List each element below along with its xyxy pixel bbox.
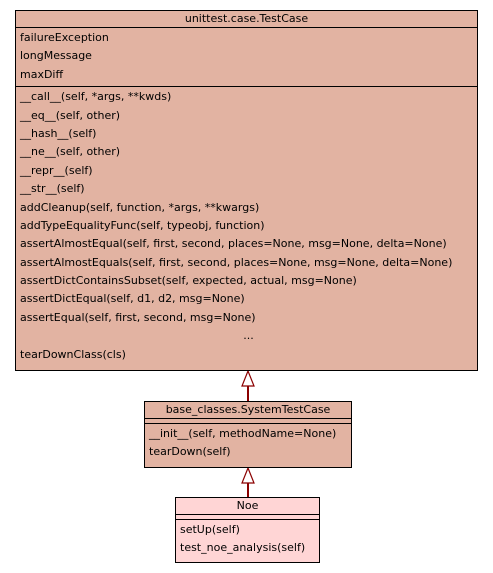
method-row: tearDown(self) <box>149 445 231 459</box>
class-noe[interactable]: Noe setUp(self) test_noe_analysis(self) <box>175 497 320 563</box>
attribute-row: longMessage <box>20 49 92 63</box>
method-row: tearDownClass(cls) <box>20 347 126 361</box>
method-row: assertDictContainsSubset(self, expected,… <box>20 274 357 288</box>
class-title: Noe <box>176 498 319 515</box>
class-systemtestcase[interactable]: base_classes.SystemTestCase __init__(sel… <box>144 401 352 468</box>
class-testcase[interactable]: unittest.case.TestCase failureException … <box>15 10 478 371</box>
method-row: assertAlmostEquals(self, first, second, … <box>20 255 453 269</box>
method-row: assertAlmostEqual(self, first, second, p… <box>20 237 447 251</box>
methods-section: __init__(self, methodName=None) tearDown… <box>145 424 351 464</box>
methods-section: __call__(self, *args, **kwds) __eq__(sel… <box>16 87 477 366</box>
attributes-section: failureException longMessage maxDiff <box>16 28 477 88</box>
method-row: __repr__(self) <box>20 163 93 177</box>
methods-ellipsis: ... <box>243 329 254 343</box>
class-title: base_classes.SystemTestCase <box>145 402 351 419</box>
edge-systemtestcase-to-testcase <box>241 369 255 401</box>
method-row: assertEqual(self, first, second, msg=Non… <box>20 310 256 324</box>
method-row: addTypeEqualityFunc(self, typeobj, funct… <box>20 218 265 232</box>
class-title: unittest.case.TestCase <box>16 11 477 28</box>
method-row: assertDictEqual(self, d1, d2, msg=None) <box>20 292 245 306</box>
methods-section: setUp(self) test_noe_analysis(self) <box>176 520 319 560</box>
method-row: setUp(self) <box>180 523 240 536</box>
method-row: __call__(self, *args, **kwds) <box>20 90 172 104</box>
method-row: __eq__(self, other) <box>20 108 121 122</box>
attribute-row: failureException <box>20 31 109 44</box>
attribute-row: maxDiff <box>20 67 64 81</box>
edge-noe-to-systemtestcase <box>241 466 255 497</box>
method-row: __ne__(self, other) <box>20 145 121 159</box>
attributes-section <box>145 419 351 424</box>
method-row: __hash__(self) <box>20 126 97 140</box>
method-row: __init__(self, methodName=None) <box>149 427 337 440</box>
method-row: test_noe_analysis(self) <box>180 541 306 555</box>
attributes-section <box>176 515 319 520</box>
method-row: __str__(self) <box>20 182 85 196</box>
method-row: addCleanup(self, function, *args, **kwar… <box>20 200 260 214</box>
